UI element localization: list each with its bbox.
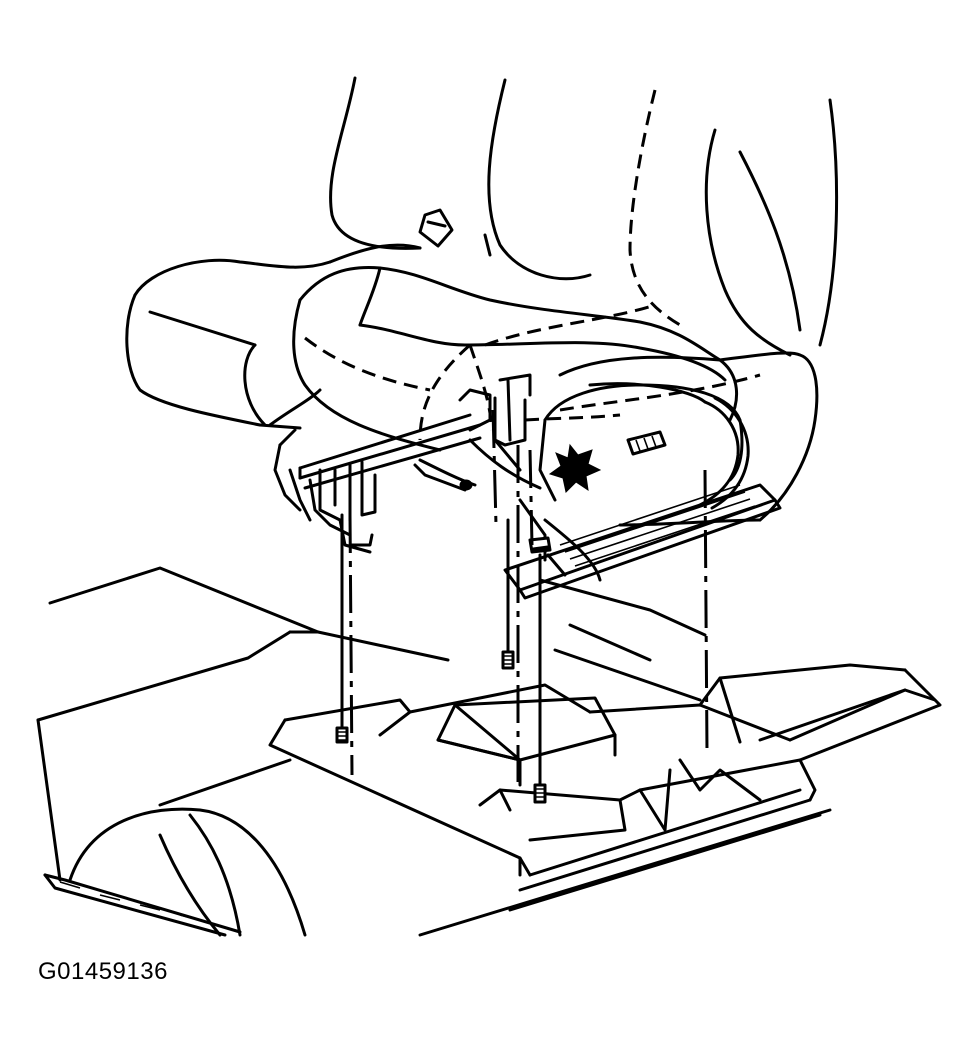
seat-adjuster	[273, 373, 782, 600]
figure-id-label: G01459136	[38, 958, 168, 985]
side-shield	[538, 382, 750, 510]
floor-pan	[36, 566, 942, 937]
mounting-studs	[335, 409, 709, 804]
